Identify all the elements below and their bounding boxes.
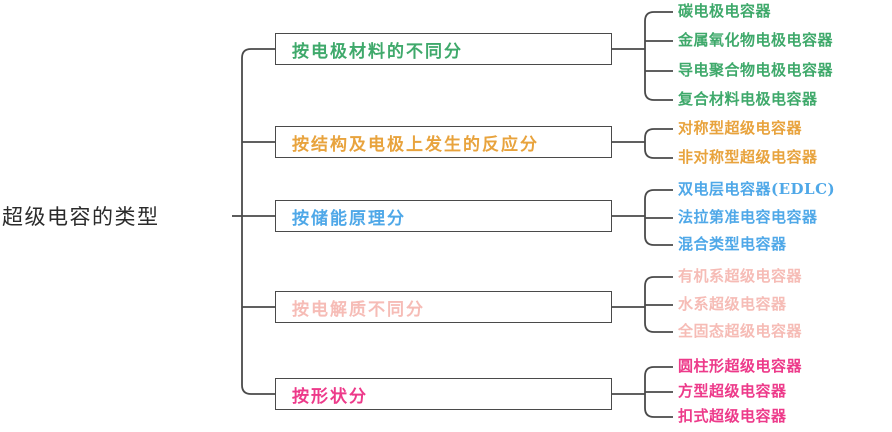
leaf-connectors	[612, 11, 673, 418]
branch-label: 按结构及电极上发生的反应分	[292, 134, 539, 155]
leaf-label-5-2[interactable]: 方型超级电容器	[678, 382, 787, 400]
trunk-spine	[241, 48, 252, 395]
leaf-label-4-3[interactable]: 全固态超级电容器	[678, 322, 803, 340]
branch-label: 按形状分	[292, 386, 368, 407]
branch-label: 按储能原理分	[292, 208, 406, 229]
root-node-label: 超级电容的类型	[2, 205, 160, 229]
leaf-label-1-1[interactable]: 碳电极电容器	[678, 2, 772, 20]
branch-box-4[interactable]: 按电解质不同分	[275, 291, 612, 323]
leaf-label-1-3[interactable]: 导电聚合物电极电容器	[678, 61, 834, 79]
branch-box-5[interactable]: 按形状分	[275, 378, 612, 410]
branch-label: 按电极材料的不同分	[292, 41, 463, 62]
leaf-label-5-3[interactable]: 扣式超级电容器	[678, 407, 787, 425]
leaf-label-1-2[interactable]: 金属氧化物电极电容器	[678, 31, 834, 49]
branch-box-2[interactable]: 按结构及电极上发生的反应分	[275, 126, 612, 158]
leaf-label-3-3[interactable]: 混合类型电容器	[678, 235, 787, 253]
leaf-label-5-1[interactable]: 圆柱形超级电容器	[678, 357, 803, 375]
leaf-spine-1	[644, 128, 655, 159]
leaf-label-4-1[interactable]: 有机系超级电容器	[678, 267, 803, 285]
branch-label: 按电解质不同分	[292, 299, 425, 320]
trunk-connectors	[232, 48, 275, 395]
leaf-label-2-1[interactable]: 对称型超级电容器	[678, 119, 803, 137]
leaf-label-4-2[interactable]: 水系超级电容器	[678, 295, 787, 313]
branch-box-1[interactable]: 按电极材料的不同分	[275, 33, 612, 65]
leaf-label-2-2[interactable]: 非对称型超级电容器	[678, 148, 818, 166]
leaf-label-3-2[interactable]: 法拉第准电容电容器	[678, 208, 818, 226]
leaf-spine-0	[644, 11, 655, 101]
branch-box-3[interactable]: 按储能原理分	[275, 200, 612, 232]
leaf-label-3-1[interactable]: 双电层电容器(EDLC)	[678, 180, 836, 198]
leaf-label-1-4[interactable]: 复合材料电极电容器	[678, 90, 818, 108]
